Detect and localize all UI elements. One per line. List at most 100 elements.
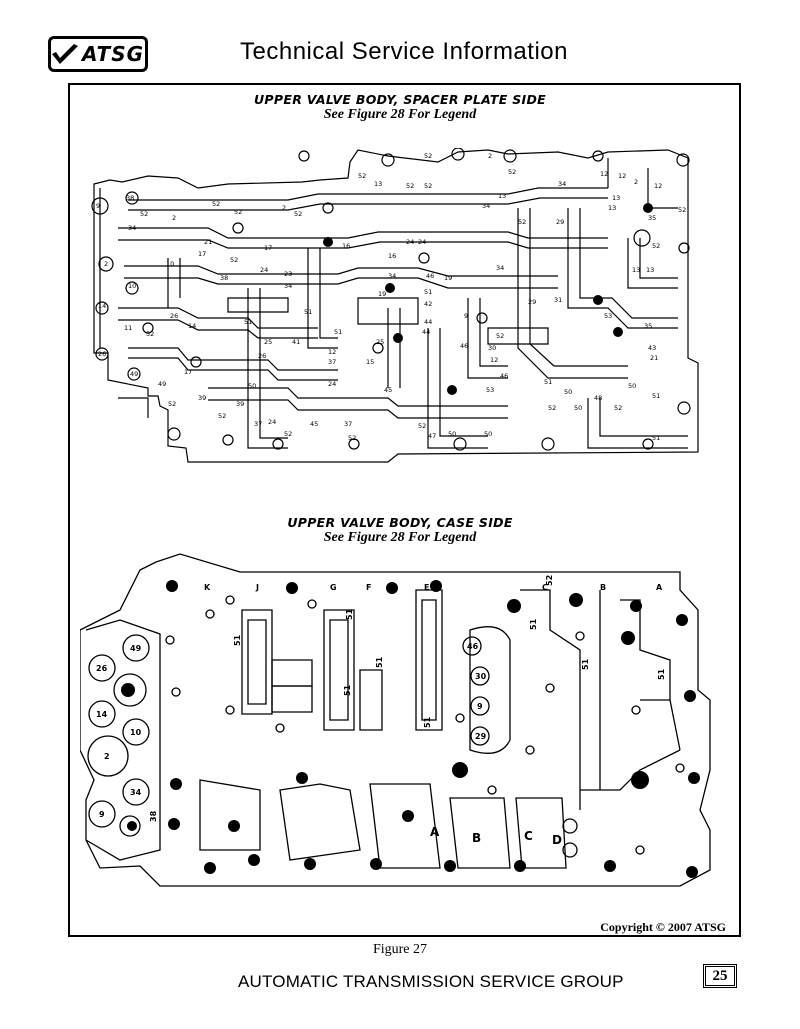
svg-text:19: 19 [378, 290, 386, 298]
svg-text:17: 17 [264, 244, 272, 252]
svg-text:2: 2 [104, 752, 110, 761]
svg-text:21: 21 [650, 354, 658, 362]
svg-text:52: 52 [284, 430, 292, 438]
svg-text:52: 52 [348, 434, 356, 442]
svg-text:9: 9 [477, 702, 483, 711]
svg-text:51: 51 [652, 434, 660, 442]
svg-text:51: 51 [529, 618, 538, 630]
svg-text:49: 49 [130, 644, 142, 653]
svg-text:13: 13 [374, 180, 382, 188]
svg-text:16: 16 [342, 242, 350, 250]
svg-text:24: 24 [268, 418, 276, 426]
svg-text:37: 37 [328, 358, 336, 366]
logo-text: ATSG [81, 42, 145, 66]
svg-text:51: 51 [423, 716, 432, 728]
svg-text:44: 44 [422, 328, 430, 336]
svg-text:51: 51 [375, 656, 384, 668]
svg-text:51: 51 [233, 634, 242, 646]
svg-text:17: 17 [184, 368, 192, 376]
svg-text:B: B [472, 831, 481, 845]
svg-text:29: 29 [475, 732, 487, 741]
svg-text:2: 2 [634, 178, 638, 186]
svg-text:52: 52 [218, 412, 226, 420]
svg-text:34: 34 [482, 202, 490, 210]
svg-text:15: 15 [366, 358, 374, 366]
svg-text:34: 34 [130, 788, 142, 797]
svg-text:51: 51 [343, 684, 352, 696]
svg-text:30: 30 [475, 672, 487, 681]
svg-text:39: 39 [198, 394, 206, 402]
svg-text:23: 23 [284, 270, 292, 278]
svg-text:34: 34 [388, 272, 396, 280]
svg-text:13: 13 [646, 266, 654, 274]
svg-text:52: 52 [140, 210, 148, 218]
svg-text:51: 51 [424, 288, 432, 296]
svg-text:E: E [424, 583, 429, 592]
svg-text:38: 38 [149, 810, 158, 822]
svg-text:50: 50 [484, 430, 492, 438]
svg-text:44: 44 [424, 318, 432, 326]
svg-text:10: 10 [128, 282, 136, 290]
atsg-logo: ATSG [48, 36, 148, 72]
svg-text:9: 9 [96, 202, 100, 210]
svg-text:26: 26 [98, 350, 106, 358]
svg-text:2: 2 [172, 214, 176, 222]
svg-text:13: 13 [608, 204, 616, 212]
svg-text:34: 34 [496, 264, 504, 272]
svg-text:52: 52 [614, 404, 622, 412]
svg-text:52: 52 [230, 256, 238, 264]
svg-text:46: 46 [460, 342, 468, 350]
svg-text:52: 52 [508, 168, 516, 176]
svg-text:50: 50 [248, 382, 256, 390]
svg-text:52: 52 [496, 332, 504, 340]
copyright-notice: Copyright © 2007 ATSG [600, 920, 726, 934]
svg-text:52: 52 [234, 208, 242, 216]
svg-text:52: 52 [424, 152, 432, 160]
svg-text:24: 24 [260, 266, 268, 274]
svg-text:52: 52 [545, 575, 554, 586]
svg-text:52: 52 [406, 182, 414, 190]
svg-text:D: D [552, 833, 562, 847]
svg-text:43: 43 [648, 344, 656, 352]
svg-text:52: 52 [168, 400, 176, 408]
svg-text:41: 41 [292, 338, 300, 346]
page-number: 25 [703, 964, 737, 988]
svg-text:52: 52 [294, 210, 302, 218]
svg-text:46: 46 [500, 372, 508, 380]
svg-text:52: 52 [358, 172, 366, 180]
svg-text:10: 10 [130, 728, 142, 737]
svg-text:G: G [330, 583, 337, 592]
svg-text:12: 12 [600, 170, 608, 178]
svg-text:19: 19 [444, 274, 452, 282]
svg-text:12: 12 [654, 182, 662, 190]
svg-text:37: 37 [254, 420, 262, 428]
svg-text:52: 52 [518, 218, 526, 226]
bottom-diagram-title: Upper Valve Body, Case Side [287, 515, 513, 530]
figure-caption: Figure 27 [372, 942, 428, 957]
svg-text:49: 49 [130, 370, 138, 378]
svg-text:C: C [524, 829, 533, 843]
svg-text:37: 37 [344, 420, 352, 428]
svg-text:16: 16 [388, 252, 396, 260]
checkmark-logo-icon [51, 44, 78, 64]
figure-frame [68, 83, 741, 937]
svg-text:14: 14 [188, 322, 196, 330]
svg-text:51: 51 [304, 308, 312, 316]
svg-text:B: B [600, 583, 606, 592]
svg-text:51: 51 [652, 392, 660, 400]
svg-text:34: 34 [558, 180, 566, 188]
svg-text:50: 50 [628, 382, 636, 390]
svg-text:46: 46 [426, 272, 434, 280]
svg-text:13: 13 [632, 266, 640, 274]
svg-text:24: 24 [418, 238, 426, 246]
svg-text:2: 2 [282, 204, 286, 212]
svg-text:51: 51 [334, 328, 342, 336]
svg-text:34: 34 [128, 224, 136, 232]
svg-text:51: 51 [581, 658, 590, 670]
svg-text:12: 12 [618, 172, 626, 180]
svg-text:14: 14 [96, 710, 108, 719]
svg-text:42: 42 [424, 300, 432, 308]
svg-text:K: K [204, 583, 211, 592]
